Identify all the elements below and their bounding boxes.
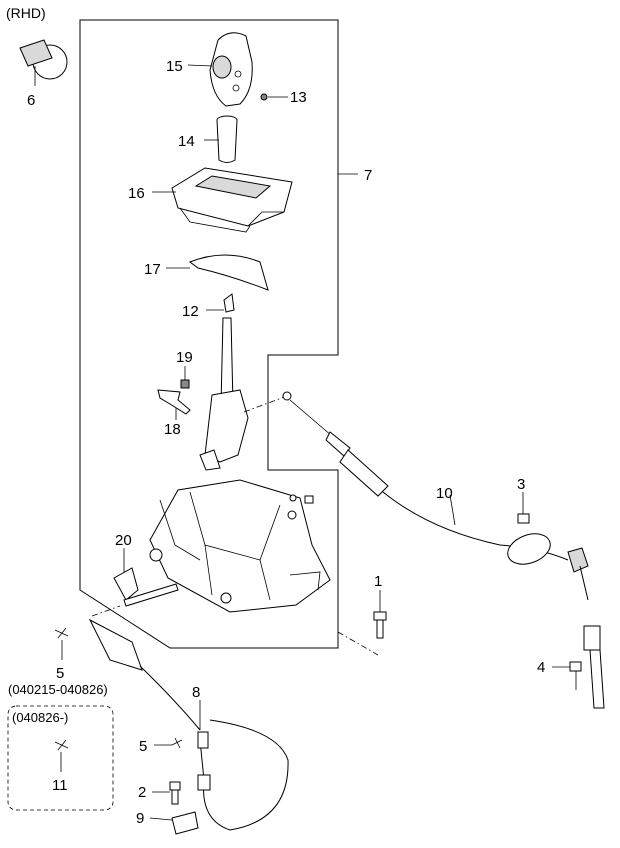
- assembly-boundary-7: [79, 19, 339, 649]
- callout-1: 1: [374, 573, 382, 590]
- callout-9: 9: [136, 810, 144, 827]
- leader-base-to-part-1: [337, 631, 379, 656]
- part-9-clamp: [149, 811, 199, 835]
- part-11-clip: [54, 739, 69, 772]
- callout-3: 3: [517, 476, 525, 493]
- date-range-040215-040826: (040215-040826): [8, 682, 108, 697]
- callout-14: 14: [178, 133, 195, 150]
- callout-10: 10: [436, 485, 453, 502]
- callout-19: 19: [176, 349, 193, 366]
- part-8-lower-cable: [88, 618, 289, 831]
- shift-lever-base: [149, 479, 331, 613]
- leader-rod-to-cable: [243, 395, 288, 413]
- part-17-cover: [166, 254, 269, 291]
- part-12-button: [206, 293, 235, 313]
- part-6-decal: [19, 39, 68, 86]
- part-19-nut: [180, 366, 190, 389]
- callout-13: 13: [290, 89, 307, 106]
- callout-4: 4: [537, 659, 545, 676]
- part-13-screw: [260, 93, 288, 101]
- part-10-shift-cable: [282, 391, 605, 709]
- variant-label: (RHD): [6, 5, 46, 21]
- callout-18: 18: [164, 421, 181, 438]
- part-4-nut: [552, 661, 582, 690]
- callout-7: 7: [364, 167, 372, 184]
- callout-15: 15: [166, 58, 183, 75]
- callout-5-lower: 5: [139, 738, 147, 755]
- callout-8: 8: [192, 684, 200, 701]
- date-range-040826: (040826-): [12, 710, 68, 725]
- callout-6: 6: [27, 92, 35, 109]
- callout-12: 12: [182, 303, 199, 320]
- callout-17: 17: [144, 261, 161, 278]
- shift-lever-rod: [199, 317, 249, 471]
- part-18-lock-plate: [157, 389, 191, 420]
- leader-bracket-to-cable: [91, 605, 121, 617]
- part-5-clip-lower: [154, 737, 183, 749]
- part-1-bolt: [373, 590, 387, 639]
- part-16-indicator-panel: [152, 167, 293, 233]
- callout-2: 2: [138, 784, 146, 801]
- part-14-sleeve: [204, 115, 238, 163]
- variant-box-040826: [7, 705, 114, 811]
- part-5-clip-upper: [54, 627, 69, 660]
- base-nuts: [287, 494, 314, 520]
- callout-16: 16: [128, 185, 145, 202]
- callout-20: 20: [115, 532, 132, 549]
- callout-5-upper: 5: [56, 665, 64, 682]
- part-2-bolt: [152, 781, 181, 805]
- part-3-nut: [517, 492, 530, 524]
- callout-11: 11: [52, 777, 68, 794]
- part-15-shift-knob: [187, 32, 253, 107]
- part-20-bracket: [113, 548, 179, 607]
